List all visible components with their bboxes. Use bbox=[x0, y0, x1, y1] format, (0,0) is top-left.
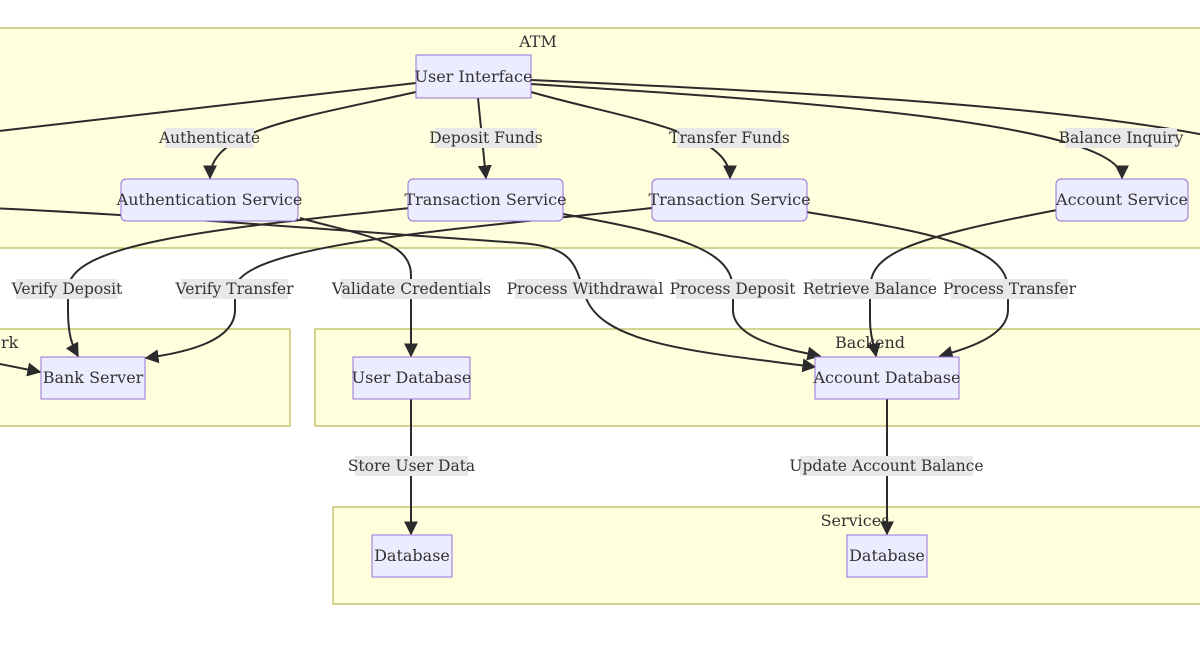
edge-transfer-funds bbox=[530, 91, 737, 180]
node-authentication-service[interactable]: Authentication Service bbox=[116, 178, 303, 222]
edge-label-transfer-funds: Transfer Funds bbox=[669, 128, 790, 148]
svg-text:Database: Database bbox=[374, 546, 450, 565]
svg-text:Process Deposit: Process Deposit bbox=[670, 280, 797, 298]
edge-label-deposit-funds: Deposit Funds bbox=[429, 128, 543, 148]
edge-label-verify-deposit: Verify Deposit bbox=[11, 279, 123, 299]
cluster-network-label: Network bbox=[0, 333, 19, 352]
svg-text:Update Account Balance: Update Account Balance bbox=[789, 457, 983, 475]
svg-text:Transaction Service: Transaction Service bbox=[404, 190, 566, 209]
edge-ui-offscreen-left bbox=[0, 82, 417, 132]
node-database-user[interactable]: Database bbox=[371, 534, 453, 578]
edge-balance-inquiry bbox=[530, 83, 1129, 180]
svg-text:Process Withdrawal: Process Withdrawal bbox=[507, 280, 664, 298]
edge-bank-server-in bbox=[0, 362, 42, 377]
edge-label-store-user-data: Store User Data bbox=[348, 456, 475, 476]
edge-authenticate bbox=[203, 91, 417, 180]
node-user-database[interactable]: User Database bbox=[352, 356, 472, 400]
svg-text:Account Database: Account Database bbox=[812, 368, 960, 387]
node-user-interface[interactable]: User Interface bbox=[415, 54, 533, 99]
svg-text:Bank Server: Bank Server bbox=[43, 368, 144, 387]
svg-text:Verify Deposit: Verify Deposit bbox=[11, 280, 123, 298]
cluster-backend-label: Backend bbox=[835, 333, 905, 352]
svg-text:Account Service: Account Service bbox=[1055, 190, 1188, 209]
svg-text:Balance Inquiry: Balance Inquiry bbox=[1059, 129, 1184, 147]
svg-text:Process Transfer: Process Transfer bbox=[943, 280, 1077, 298]
svg-text:Retrieve Balance: Retrieve Balance bbox=[803, 280, 937, 298]
edge-verify-deposit bbox=[65, 207, 411, 358]
edge-label-authenticate: Authenticate bbox=[158, 128, 260, 148]
node-account-database[interactable]: Account Database bbox=[812, 356, 961, 400]
edge-verify-transfer bbox=[144, 207, 653, 364]
svg-text:Authenticate: Authenticate bbox=[158, 129, 260, 147]
edge-ui-offscreen-right bbox=[530, 79, 1200, 136]
svg-text:User Database: User Database bbox=[352, 368, 472, 387]
node-account-service[interactable]: Account Service bbox=[1055, 178, 1189, 222]
edge-label-balance-inquiry: Balance Inquiry bbox=[1059, 128, 1184, 148]
edge-label-process-deposit: Process Deposit bbox=[670, 279, 797, 299]
edges bbox=[0, 79, 1200, 536]
svg-text:Validate Credentials: Validate Credentials bbox=[331, 280, 491, 298]
cluster-services-label: Services bbox=[821, 511, 890, 530]
svg-text:Authentication Service: Authentication Service bbox=[116, 190, 303, 209]
svg-text:Deposit Funds: Deposit Funds bbox=[429, 129, 543, 147]
edge-label-verify-transfer: Verify Transfer bbox=[175, 279, 295, 299]
edge-validate-credentials bbox=[299, 217, 418, 358]
cluster-services: Services bbox=[332, 506, 1200, 605]
svg-text:Store User Data: Store User Data bbox=[348, 457, 475, 475]
edge-label-retrieve-balance: Retrieve Balance bbox=[803, 279, 937, 299]
edge-label-process-withdrawal: Process Withdrawal bbox=[507, 279, 664, 299]
edge-label-validate-credentials: Validate Credentials bbox=[331, 279, 491, 299]
svg-text:Transfer Funds: Transfer Funds bbox=[669, 129, 790, 147]
edge-label-update-account-balance: Update Account Balance bbox=[789, 456, 984, 476]
node-database-account[interactable]: Database bbox=[846, 534, 928, 578]
edge-retrieve-balance bbox=[866, 209, 1058, 358]
node-transaction-service-transfer[interactable]: Transaction Service bbox=[648, 178, 811, 222]
node-bank-server[interactable]: Bank Server bbox=[40, 356, 146, 400]
svg-text:Database: Database bbox=[849, 546, 925, 565]
svg-text:User Interface: User Interface bbox=[415, 67, 533, 86]
node-transaction-service-deposit[interactable]: Transaction Service bbox=[404, 178, 567, 222]
edge-label-process-transfer: Process Transfer bbox=[943, 279, 1077, 299]
svg-text:Transaction Service: Transaction Service bbox=[648, 190, 810, 209]
cluster-atm-label: ATM bbox=[518, 32, 557, 51]
svg-text:Verify Transfer: Verify Transfer bbox=[175, 280, 295, 298]
